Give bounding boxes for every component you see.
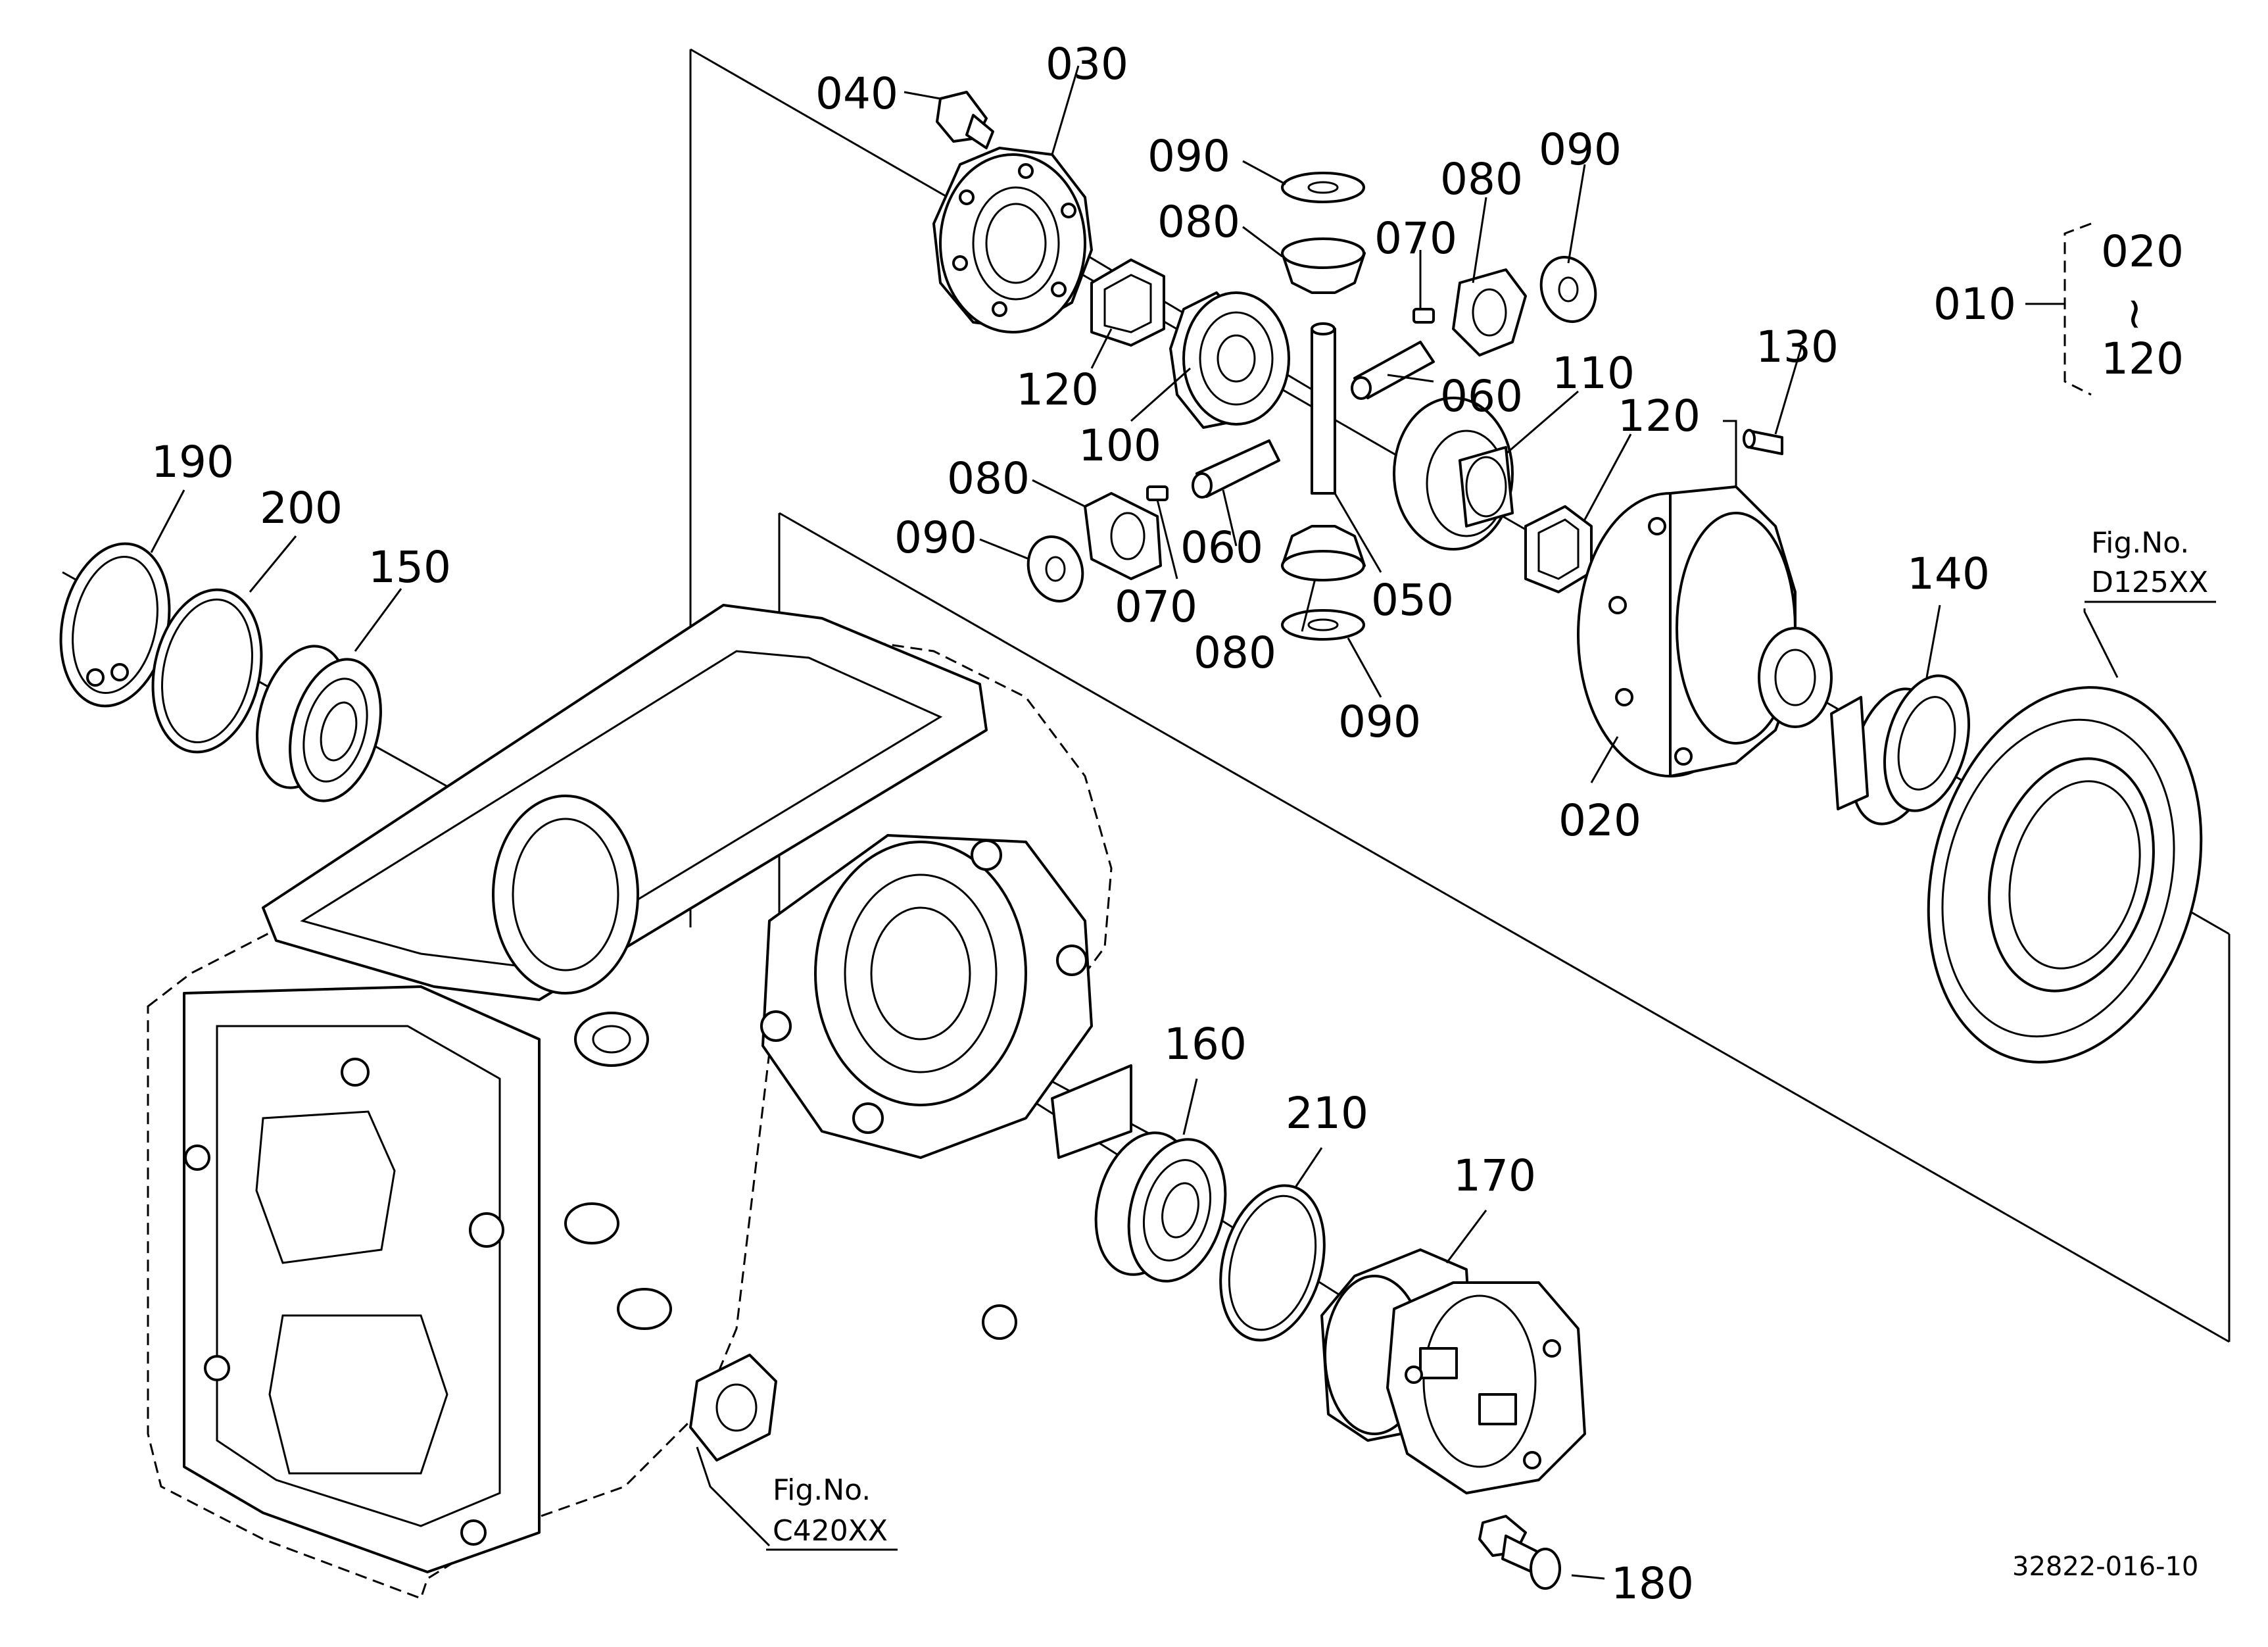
label-090: 090 — [894, 512, 977, 563]
label-180: 180 — [1611, 1558, 1694, 1609]
label-070: 070 — [1374, 213, 1457, 264]
part-080-pinion-bottom — [1281, 525, 1366, 581]
part-labels: 040 030 090 080 070 080 090 010 020 120 … — [151, 39, 2184, 1609]
part-200-ring — [151, 588, 263, 754]
ref-c420xx-line2: C420XX — [773, 1514, 888, 1548]
label-130: 130 — [1756, 322, 1839, 372]
ref-d125xx-line2: D125XX — [2091, 566, 2208, 599]
part-080-pinion-left — [1084, 492, 1162, 580]
label-120: 120 — [1016, 364, 1099, 415]
ref-c420xx-line1: Fig.No. — [773, 1473, 871, 1507]
label-070: 070 — [1115, 581, 1197, 632]
part-050-shaft — [1311, 322, 1336, 495]
part-060-pin-left — [1192, 439, 1280, 499]
part-080-pinion-top — [1281, 237, 1366, 294]
part-120-shim-right — [1524, 505, 1593, 593]
range-marker: ~ — [2110, 296, 2161, 332]
part-180-bolt — [1478, 1515, 1561, 1590]
label-080: 080 — [1157, 197, 1240, 247]
part-090-washer-top — [1281, 172, 1365, 203]
label-030: 030 — [1046, 39, 1128, 89]
part-040-bolt — [936, 91, 994, 149]
range-bracket — [2025, 222, 2092, 396]
label-080: 080 — [1194, 627, 1276, 678]
label-090: 090 — [1147, 131, 1230, 182]
label-080: 080 — [947, 453, 1030, 504]
label-120: 120 — [1618, 391, 1701, 441]
figure-references: Fig.No. D125XX Fig.No. C420XX — [773, 526, 2208, 1548]
label-090: 090 — [1338, 697, 1421, 747]
part-070-key-right — [1412, 308, 1435, 324]
drawing-number: 32822-016-10 — [2012, 1552, 2198, 1582]
label-020: 020 — [1558, 795, 1641, 846]
label-210: 210 — [1286, 1088, 1368, 1139]
label-190: 190 — [151, 437, 234, 487]
label-080: 080 — [1440, 154, 1523, 205]
label-040: 040 — [815, 68, 898, 119]
part-090-washer-bottom — [1281, 609, 1365, 641]
label-120-range-end: 120 — [2101, 333, 2184, 384]
label-150: 150 — [368, 542, 451, 593]
part-210-ring — [1219, 1184, 1326, 1342]
part-130-plug — [1743, 429, 1783, 455]
part-020-diff-case — [1577, 485, 1833, 777]
part-090-washer-right — [1539, 256, 1597, 323]
label-090: 090 — [1539, 124, 1622, 175]
label-100: 100 — [1078, 420, 1161, 471]
label-200: 200 — [260, 483, 343, 533]
ring-gear — [1927, 686, 2203, 1064]
label-010: 010 — [1933, 279, 2016, 330]
transmission-case — [147, 604, 1132, 1600]
part-160-bearing — [1094, 1131, 1227, 1283]
part-060-pin-right — [1351, 341, 1435, 400]
label-050: 050 — [1371, 575, 1454, 626]
part-150-bearing — [256, 645, 382, 802]
label-020-range-start: 020 — [2101, 226, 2184, 277]
part-110-side-gear — [1393, 397, 1514, 551]
part-140-bearing — [1830, 674, 1971, 825]
label-110: 110 — [1552, 348, 1635, 399]
part-190-circlip — [59, 542, 171, 708]
label-160: 160 — [1164, 1019, 1247, 1069]
part-030-cover — [932, 147, 1093, 333]
leader-lines — [150, 65, 2216, 1580]
label-140: 140 — [1907, 549, 1990, 599]
label-060: 060 — [1440, 371, 1523, 422]
part-080-pinion-right — [1452, 268, 1527, 356]
label-060: 060 — [1180, 522, 1263, 573]
part-120-shim-left — [1090, 258, 1165, 347]
part-100-side-gear — [1169, 291, 1290, 429]
label-170: 170 — [1453, 1150, 1536, 1201]
ref-d125xx-line1: Fig.No. — [2091, 526, 2189, 560]
part-170-holder — [1320, 1248, 1586, 1494]
part-070-key-left — [1146, 485, 1169, 501]
part-090-washer-left — [1026, 535, 1084, 602]
